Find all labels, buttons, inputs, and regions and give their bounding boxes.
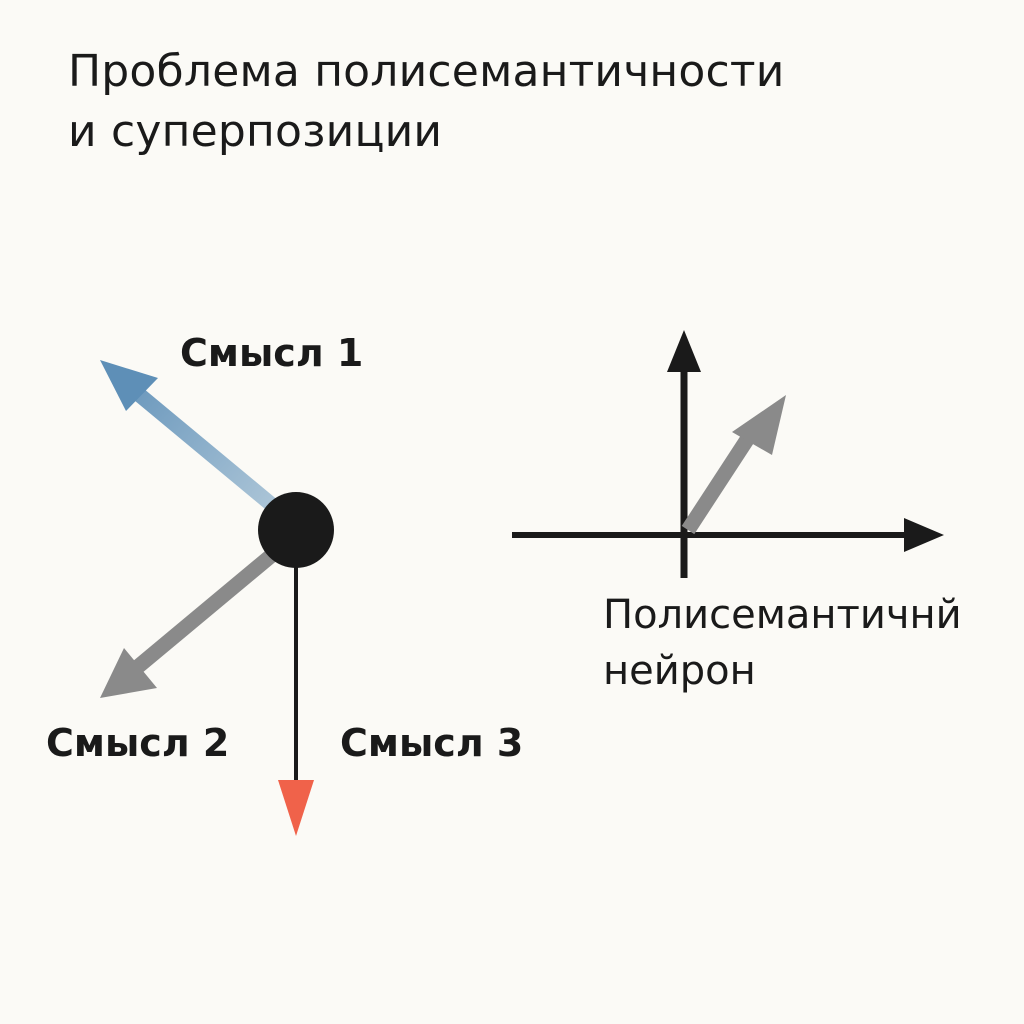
polysemantic-neuron-label-line-2: нейрон — [603, 648, 756, 694]
meaning-2-arrow — [100, 549, 277, 698]
title-line-1: Проблема полисемантичности — [68, 46, 785, 97]
y-axis — [667, 330, 701, 578]
meaning-3-arrow — [278, 560, 314, 836]
meaning-2-label: Смысл 2 — [46, 721, 229, 765]
polysemantic-neuron-label-line-1: Полисемантичнй — [603, 592, 962, 638]
polysemantic-vector-arrow — [681, 395, 786, 535]
page-title: Проблема полисемантичности и суперпозици… — [68, 42, 968, 162]
meaning-3-label: Смысл 3 — [340, 721, 523, 765]
meaning-1-label: Смысл 1 — [180, 331, 363, 375]
title-line-2: и суперпозиции — [68, 106, 443, 157]
neuron-node — [258, 492, 334, 568]
x-axis — [512, 518, 944, 552]
meaning-1-arrow — [100, 360, 277, 511]
